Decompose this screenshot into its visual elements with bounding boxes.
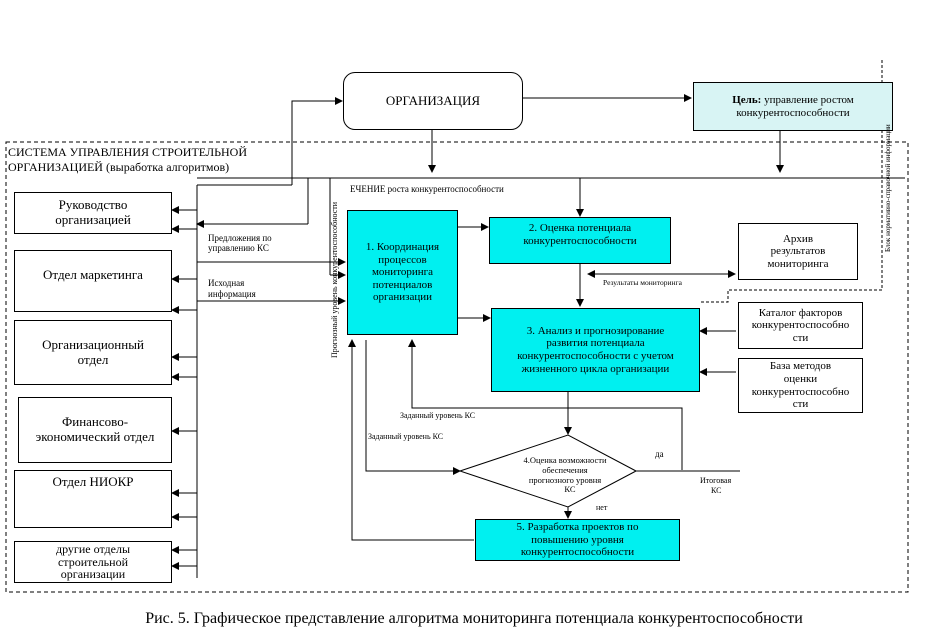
label-final-1: Итоговая <box>700 476 732 485</box>
goal-text: управление ростом <box>764 93 854 106</box>
label-vertical-forecast: Прогнозный уровень конкурентоспособности <box>330 201 339 358</box>
dept-management: Руководство организацией <box>14 192 172 234</box>
archive-box: Архив результатов мониторинга <box>738 223 858 280</box>
label-results: Результаты мониторинга <box>603 278 682 287</box>
label-initial-1: Исходная <box>208 278 245 288</box>
label-proposals-2: управлению КС <box>208 243 269 253</box>
label-flow-top: ЕЧЕНИЕ роста конкурентоспособности <box>350 184 504 194</box>
dept-rnd: Отдел НИОКР <box>14 470 172 528</box>
goal-line2: конкурентоспособности <box>736 106 850 119</box>
figure-caption: Рис. 5. Графическое представление алгори… <box>145 610 803 627</box>
dept-finance: Финансово- экономический отдел <box>18 397 172 463</box>
dept-marketing: Отдел маркетинга <box>14 250 172 312</box>
catalog-box: Каталог факторов конкурентоспособно сти <box>738 302 863 349</box>
block-5-projects: 5. Разработка проектов по повышению уров… <box>475 519 680 561</box>
organization-box: ОРГАНИЗАЦИЯ <box>343 72 523 130</box>
label-set-level-2: Заданный уровень КС <box>368 432 444 441</box>
label-final-2: КС <box>711 486 722 495</box>
block-2-assessment: 2. Оценка потенциала конкурентоспособнос… <box>489 217 671 264</box>
label-yes: да <box>655 449 664 459</box>
label-vertical-norm: Блок нормативно-справочной информации <box>884 124 892 252</box>
label-proposals-1: Предложения по <box>208 233 272 243</box>
methods-box: База методов оценки конкурентоспособно с… <box>738 358 863 413</box>
block-4-text: 4.Оценка возможности обеспечения прогноз… <box>523 455 607 495</box>
label-no: нет <box>596 503 608 512</box>
block-1-coordination: 1. Координация процессов мониторинга пот… <box>347 210 458 335</box>
decision-diamond <box>458 434 638 508</box>
label-set-level-1: Заданный уровень КС <box>400 411 476 420</box>
goal-bold: Цель: <box>732 93 762 106</box>
system-title-line2: ОРГАНИЗАЦИЕЙ (выработка алгоритмов) <box>8 160 230 174</box>
dept-other: другие отделы строительной организации <box>14 541 172 583</box>
system-boundary <box>5 141 909 593</box>
goal-box: Цель: управление ростом конкурентоспособ… <box>693 82 893 131</box>
system-title-line1: СИСТЕМА УПРАВЛЕНИЯ СТРОИТЕЛЬНОЙ <box>8 145 248 159</box>
dept-organizational: Организационный отдел <box>14 320 172 385</box>
organization-label: ОРГАНИЗАЦИЯ <box>385 92 481 108</box>
label-initial-2: информация <box>208 289 256 299</box>
block-3-analysis: 3. Анализ и прогнозирование развития пот… <box>491 308 700 392</box>
